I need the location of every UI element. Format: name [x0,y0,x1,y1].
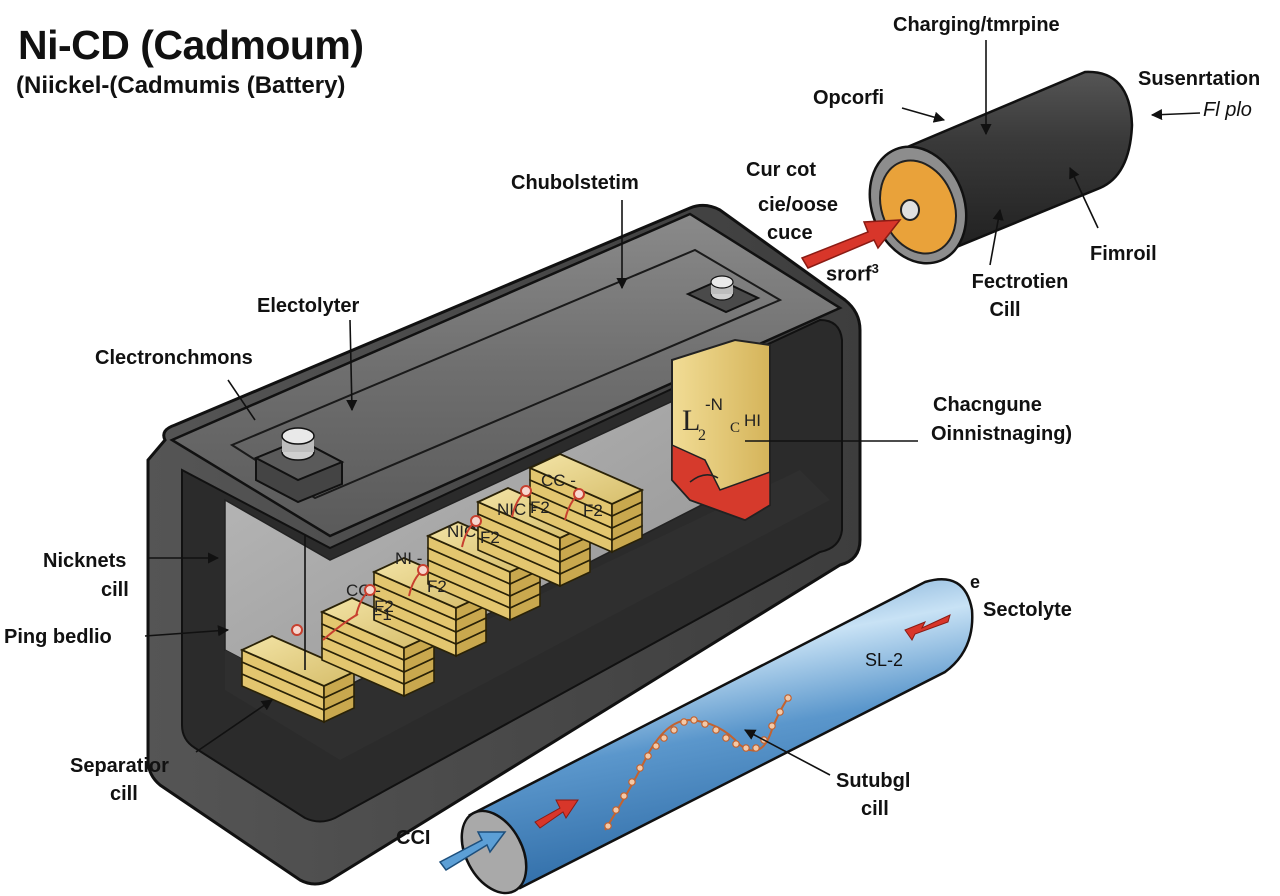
wave-dot [636,764,644,772]
wave-dot [722,734,730,742]
wave-dot [776,708,784,716]
label-fectrotien-cill: Cill [989,299,1021,321]
cell-connector [322,613,359,641]
chem-sub: 2 [698,427,706,444]
label-e-sup: e [970,572,981,592]
chem-main: L [682,404,700,437]
cell-terminal-dot [291,624,303,636]
wave-dot [752,744,760,752]
wave-dot [670,726,678,734]
cell-terminal-dot [470,515,482,527]
wave-dot [768,722,776,730]
cell-terminal-dot [520,485,532,497]
label-chacngune: Chacngune [933,394,1042,416]
cell-sublabel: F2 [583,501,603,520]
wave-dot [680,718,688,726]
label-opcorfi: Opcorfi [813,87,885,109]
wave-dot [620,792,628,800]
cell-terminal-dot [364,584,376,596]
cell-label: NIC - [497,500,537,519]
wave-dot [712,726,720,734]
wave-dot [784,694,792,702]
label-susenrtation: Susenrtation [1138,68,1261,90]
label-nicknets: Nicknets [43,550,127,572]
wave-dot [628,778,636,786]
label-separatior-cill: cill [110,783,138,805]
label-ping-bedlio: Ping bedlio [4,626,112,648]
cell-label: NI - [395,549,422,568]
label-charging: Charging/tmrpine [893,14,1060,36]
wave-dot [742,744,750,752]
label-sl2: SL-2 [865,650,904,670]
label-sutubgl-cill: cill [861,798,889,820]
label-nicknets-cill: cill [101,579,129,601]
cell-sublabel: F2 [374,597,394,616]
wave-dot [660,734,668,742]
black-cylinder [868,70,1134,265]
blue-arrow-cci [438,831,507,871]
red-arrow-cap [800,219,902,269]
label-oinnistnaging: Oinnistnaging) [931,423,1073,445]
red-arrow-tube-right [904,614,951,641]
charging-block: L 2 -N C HI [671,338,771,522]
label-cuce: cuce [767,222,813,244]
label-sectolyte: Sectolyte [983,599,1072,621]
label-srorf-sup: 3 [871,261,879,276]
chem-sup: -N [705,395,723,414]
label-cci: CCI [396,827,431,849]
chem-c: C [730,420,740,436]
wave-dot [690,716,698,724]
label-fectrotien: Fectrotien [971,271,1069,293]
diagram-subtitle: (Niickel-(Cadmumis (Battery) [16,72,346,99]
label-separatior: Separatior [70,755,169,777]
label-srorf-text: srorf [826,263,872,286]
label-fi-plo: Fl plo [1203,99,1252,121]
red-arrow-tube [534,799,579,829]
case-floor [225,470,830,760]
cell-terminal-dot [417,564,429,576]
wave-dot [612,806,620,814]
label-cie-oose: cie/oose [758,194,839,216]
cell-sublabel: F2 [530,498,550,517]
label-fimroil: Fimroil [1090,243,1157,265]
wave-dot [701,720,709,728]
cell-label: CC - [541,471,576,490]
diagram-title: Ni-CD (Cadmoum) [18,22,364,68]
wave-dot [604,822,612,830]
label-chubolstetim: Chubolstetim [511,172,639,194]
label-sutubgl: Sutubgl [836,770,911,792]
cell-sublabel: F2 [480,528,500,547]
blue-tube [438,577,974,895]
case-top [169,212,843,538]
label-cur-cot: Cur cot [746,159,816,181]
cell-terminal-dot [573,488,585,500]
terminal-left [253,427,345,504]
cell-top [527,453,645,505]
terminal-right [685,275,761,314]
wave-dot [732,740,740,748]
label-srorf: srorf3 [826,257,879,287]
label-clectronchmons: Clectronchmons [95,347,253,369]
cell-sublabel-first: F1 [372,605,392,624]
cell-sublabel: F2 [427,577,447,596]
chem-hi: HI [744,411,761,430]
wave-dot [652,742,660,750]
cell-stack [239,635,357,724]
label-electolyter: Electolyter [257,295,360,317]
cell-stack [425,521,543,622]
wave-dot [644,752,652,760]
leader-lines [144,40,1201,776]
wave-dots [604,694,792,830]
